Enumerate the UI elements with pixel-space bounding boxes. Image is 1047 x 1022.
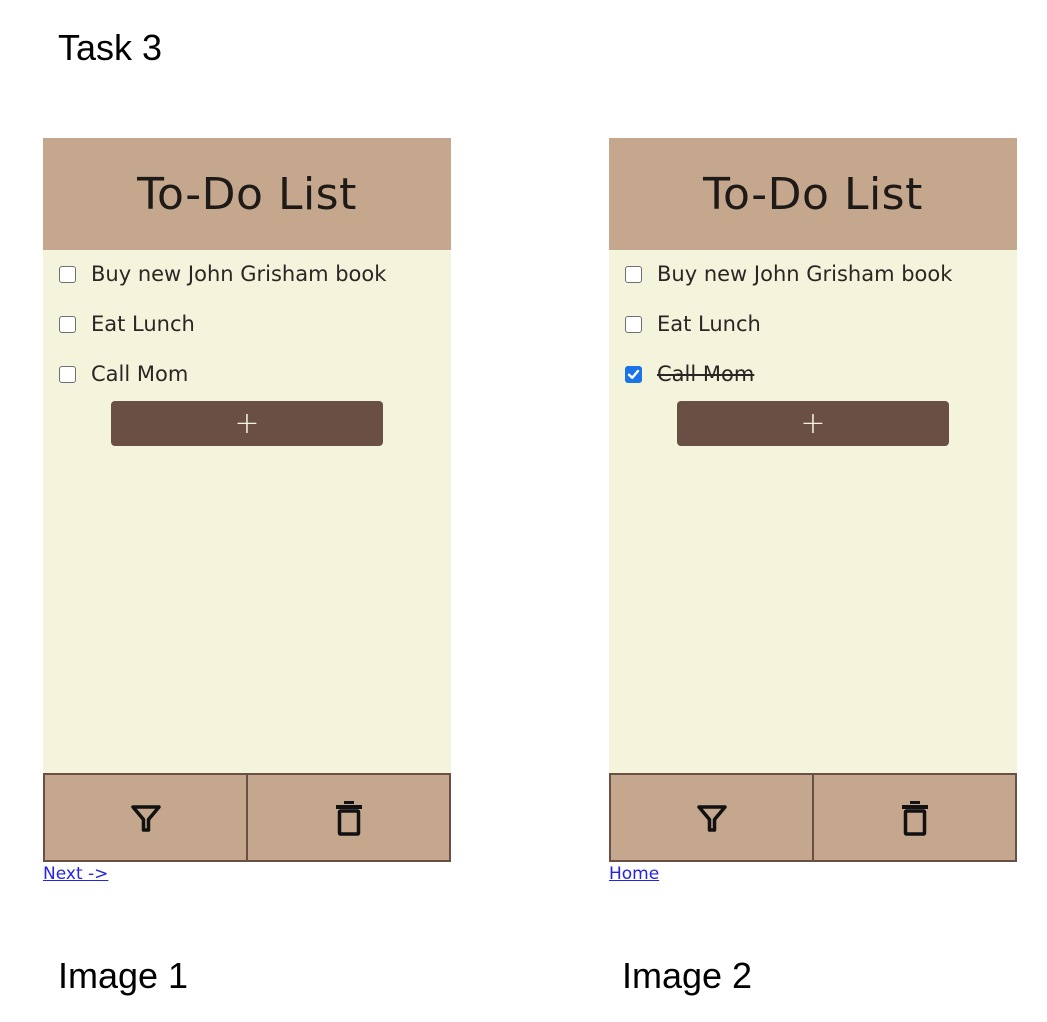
todo-item[interactable]: Call Mom bbox=[59, 359, 188, 389]
todo-item[interactable]: Buy new John Grisham book bbox=[59, 259, 386, 289]
filter-icon bbox=[696, 804, 727, 832]
trash-icon bbox=[335, 800, 362, 836]
trash-icon bbox=[901, 800, 928, 836]
delete-button[interactable] bbox=[814, 773, 1017, 862]
app-header: To-Do List bbox=[609, 138, 1017, 250]
image-caption-1: Image 1 bbox=[58, 955, 189, 996]
todo-checkbox[interactable] bbox=[59, 365, 76, 383]
todo-checkbox[interactable] bbox=[59, 265, 76, 283]
todo-item[interactable]: Call Mom bbox=[625, 359, 754, 389]
app-header: To-Do List bbox=[43, 138, 451, 250]
todo-checkbox-checked[interactable] bbox=[625, 365, 642, 383]
todo-label: Buy new John Grisham book bbox=[657, 262, 953, 286]
checkmark-icon bbox=[627, 369, 640, 379]
todo-label: Eat Lunch bbox=[91, 312, 195, 336]
delete-button[interactable] bbox=[248, 773, 451, 862]
filter-button[interactable] bbox=[43, 773, 248, 862]
bottom-toolbar bbox=[43, 773, 451, 862]
todo-checkbox[interactable] bbox=[625, 315, 642, 333]
home-link[interactable]: Home bbox=[609, 864, 660, 884]
todo-item[interactable]: Eat Lunch bbox=[59, 309, 195, 339]
task-title: Task 3 bbox=[58, 27, 163, 68]
todo-label-completed: Call Mom bbox=[657, 362, 755, 386]
plus-icon: + bbox=[800, 406, 826, 441]
filter-button[interactable] bbox=[609, 773, 814, 862]
todo-item[interactable]: Buy new John Grisham book bbox=[625, 259, 952, 289]
todo-app-panel-1: To-Do List Buy new John Grisham book Eat… bbox=[43, 138, 451, 862]
todo-label: Eat Lunch bbox=[657, 312, 761, 336]
todo-item[interactable]: Eat Lunch bbox=[625, 309, 761, 339]
todo-checkbox[interactable] bbox=[59, 315, 76, 333]
app-title: To-Do List bbox=[137, 168, 357, 220]
image-caption-2: Image 2 bbox=[622, 955, 753, 996]
todo-label: Buy new John Grisham book bbox=[91, 262, 387, 286]
app-title: To-Do List bbox=[703, 168, 923, 220]
filter-icon bbox=[130, 804, 161, 832]
todo-label: Call Mom bbox=[91, 362, 189, 386]
plus-icon: + bbox=[234, 406, 260, 441]
add-item-button[interactable]: + bbox=[111, 401, 383, 446]
next-link[interactable]: Next -> bbox=[43, 864, 109, 884]
todo-app-panel-2: To-Do List Buy new John Grisham book Eat… bbox=[609, 138, 1017, 862]
add-item-button[interactable]: + bbox=[677, 401, 949, 446]
bottom-toolbar bbox=[609, 773, 1017, 862]
todo-checkbox[interactable] bbox=[625, 265, 642, 283]
